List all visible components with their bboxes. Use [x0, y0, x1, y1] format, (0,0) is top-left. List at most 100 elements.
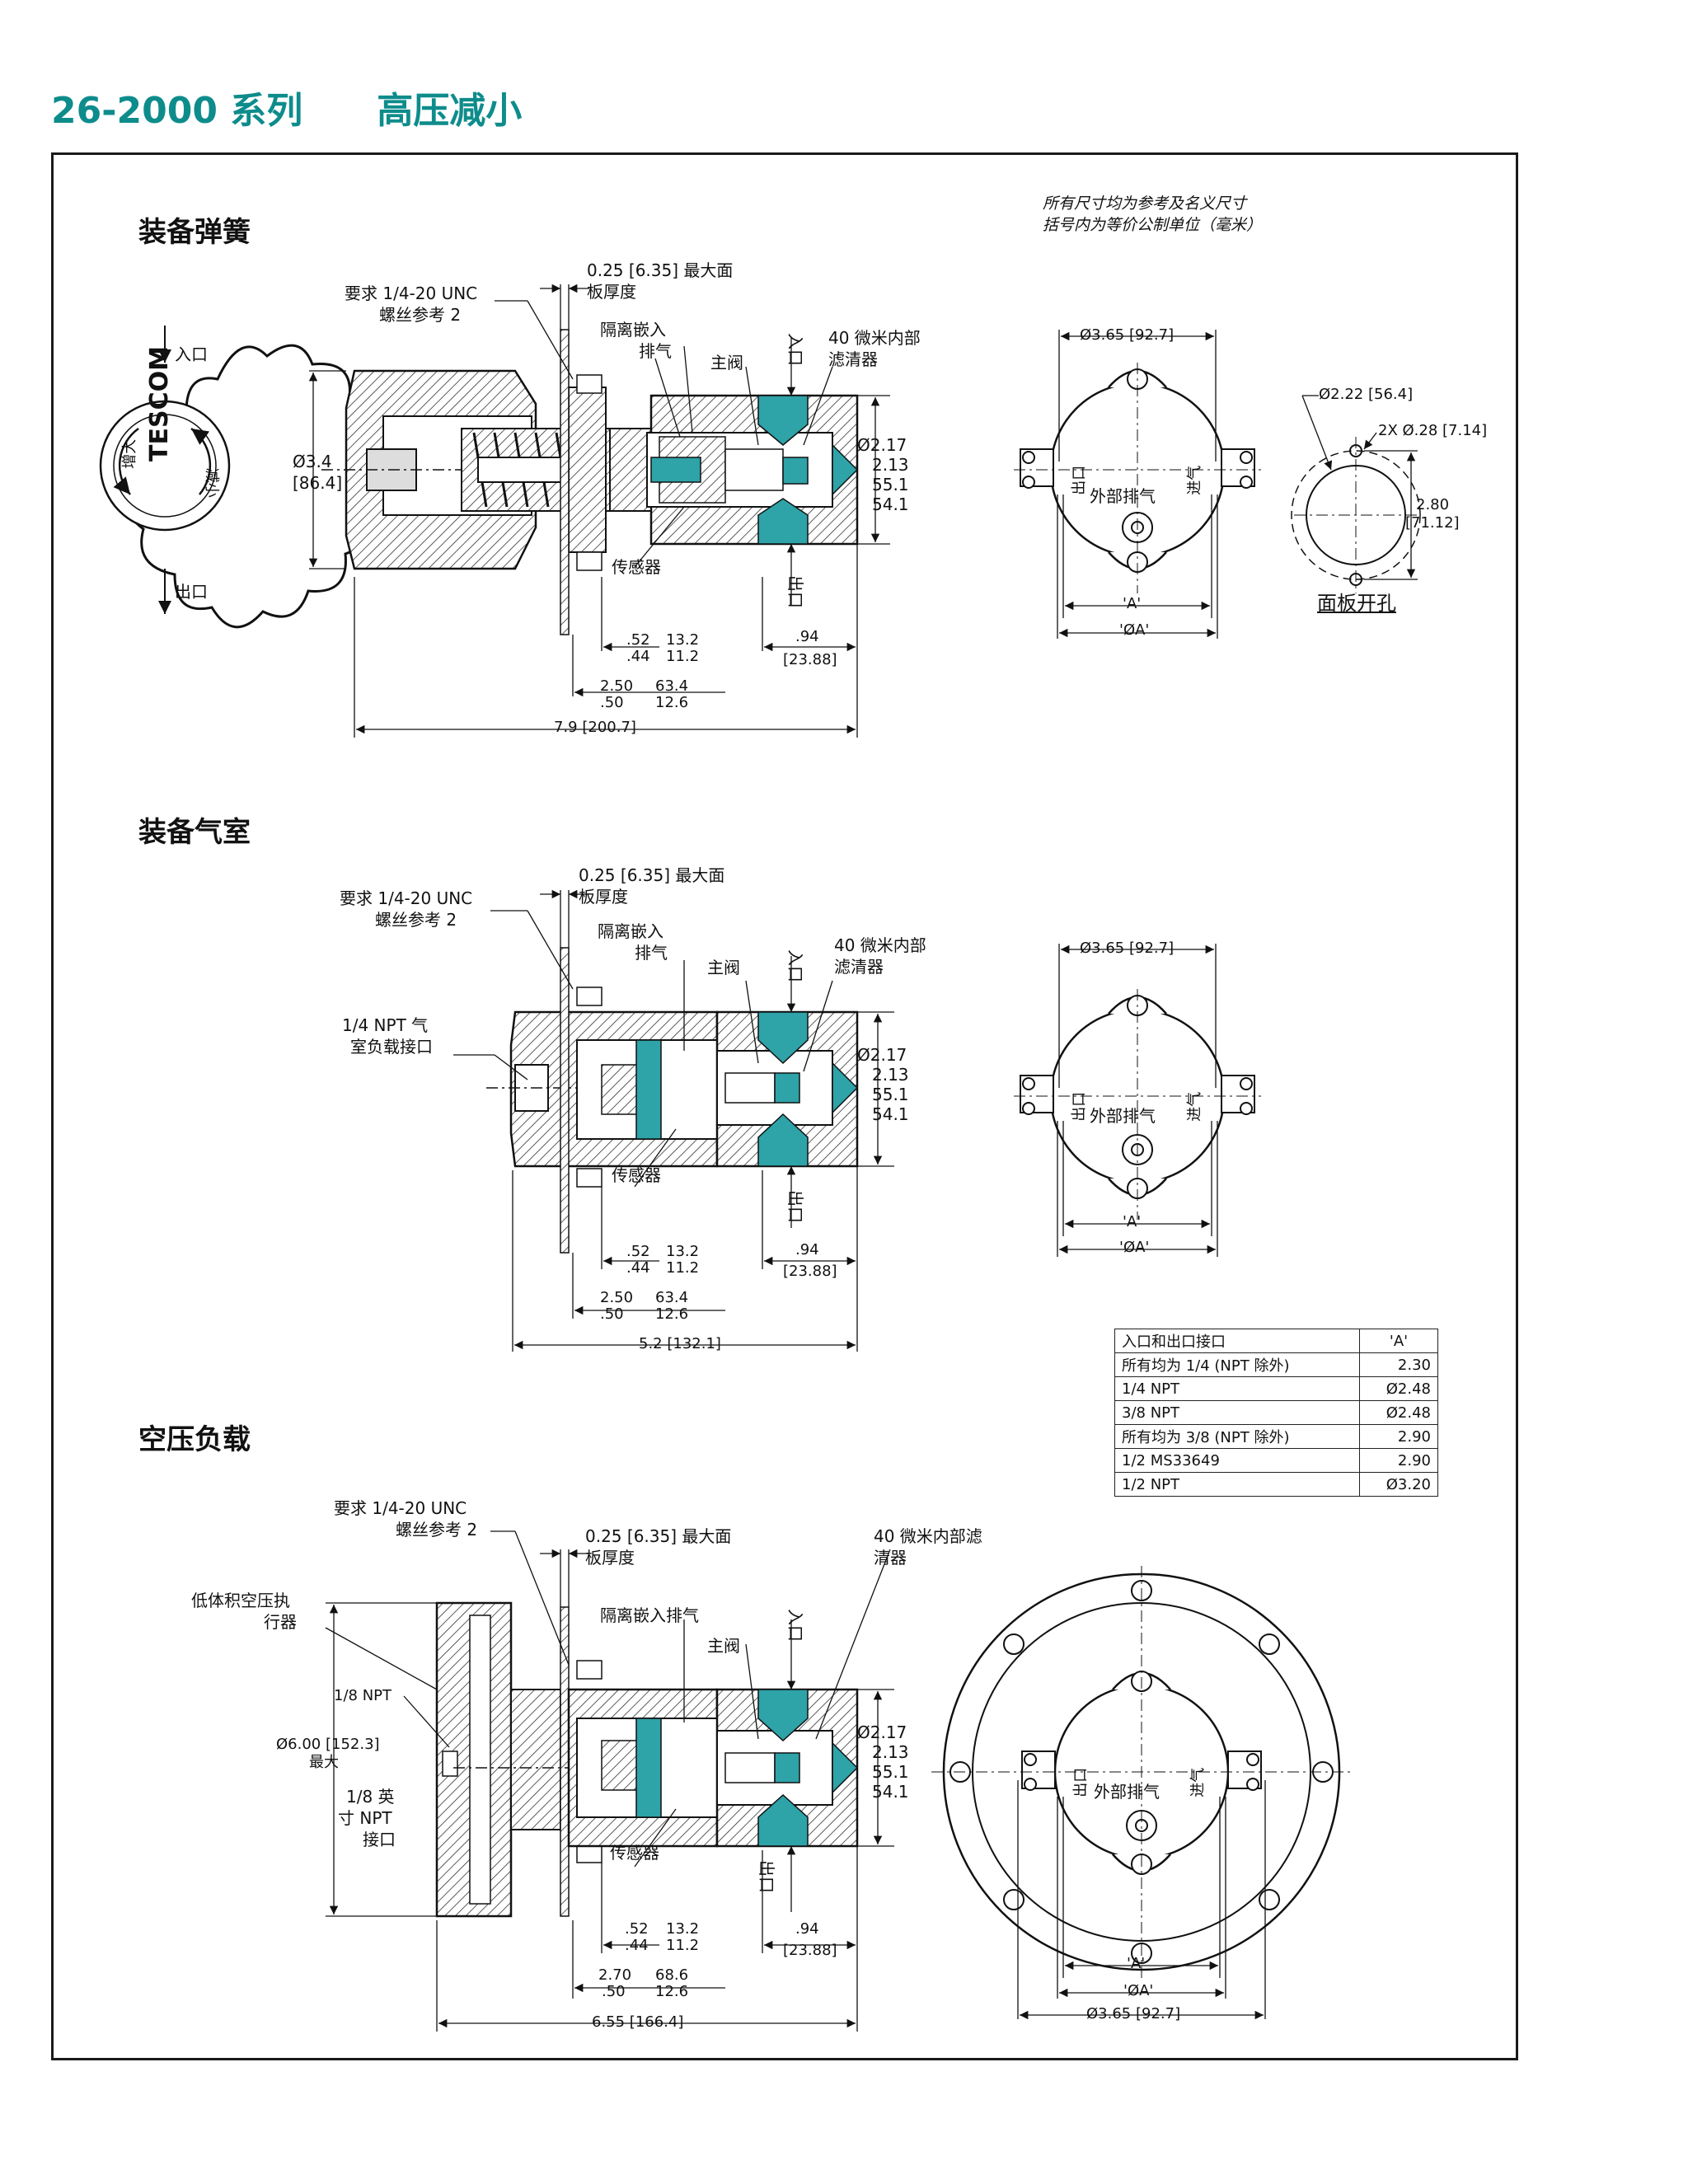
spring-dA: 'A': [1123, 595, 1142, 612]
dome-thread-ref: 螺丝参考 2: [375, 910, 457, 930]
table-cell: 1/2 NPT: [1114, 1472, 1360, 1497]
dome-ext-exhaust: 外部排气: [1090, 1106, 1156, 1126]
spring-d365: Ø3.65 [92.7]: [1080, 326, 1175, 344]
dome-front-view: [1014, 944, 1261, 1257]
dome-filter-1: 40 微米内部: [834, 935, 926, 955]
air-outlet-v: 出口: [757, 1860, 776, 1893]
air-d94: .94: [795, 1920, 819, 1938]
port-spec-table: 入口和出口接口 'A' 所有均为 1/4 (NPT 除外)2.30 1/4 NP…: [1114, 1329, 1438, 1497]
dome-inlet-side: 进气: [1186, 1091, 1204, 1122]
dome-d217: Ø2.17: [857, 1045, 907, 1065]
page-header: 26-2000 系列高压减小: [51, 81, 522, 134]
dome-vent-1: 隔离嵌入: [598, 921, 663, 941]
air-thread-req: 要求 1/4-20 UNC: [334, 1498, 467, 1518]
cutout-d7112: [71.12]: [1405, 514, 1460, 532]
spring-ext-exhaust: 外部排气: [1090, 486, 1156, 506]
air-dia6-2: 最大: [309, 1754, 339, 1771]
drawing-frame: [51, 152, 1518, 2060]
spring-d50: .50: [600, 694, 624, 711]
section-title-spring: 装备弹簧: [138, 216, 251, 249]
spring-thread-req: 要求 1/4-20 UNC: [345, 284, 478, 303]
spring-d551: 55.1: [872, 475, 909, 494]
dome-filter-2: 滤清器: [834, 957, 884, 977]
knob-decrease-label: 减小: [202, 467, 220, 498]
air-panel-thk-2: 板厚度: [585, 1548, 635, 1568]
spring-d213: 2.13: [872, 455, 909, 475]
dome-panel-thk-2: 板厚度: [579, 887, 628, 907]
cutout-d280: 2.80: [1416, 496, 1450, 513]
dome-d213: 2.13: [872, 1065, 909, 1085]
spring-d44: .44: [626, 648, 650, 665]
table-cell: 所有均为 1/4 (NPT 除外): [1114, 1352, 1360, 1377]
dome-dOA: 'ØA': [1119, 1239, 1150, 1256]
spring-panel-thk-1: 0.25 [6.35] 最大面: [587, 260, 734, 280]
dome-d52: .52: [626, 1243, 650, 1260]
spring-panel-thk-2: 板厚度: [587, 282, 636, 302]
dome-d50: .50: [600, 1305, 624, 1323]
spring-d126: 12.6: [655, 694, 689, 711]
air-d213: 2.13: [872, 1742, 909, 1762]
spring-thread-ref: 螺丝参考 2: [379, 305, 462, 325]
air-d52: .52: [625, 1920, 649, 1938]
air-sensor: 传感器: [610, 1843, 659, 1863]
dome-panel-thk-1: 0.25 [6.35] 最大面: [579, 865, 725, 885]
spring-d112: 11.2: [666, 648, 700, 665]
table-cell: 2.90: [1359, 1448, 1438, 1473]
spring-d34m: [86.4]: [293, 473, 343, 493]
air-len655: 6.55 [166.4]: [592, 2013, 684, 2031]
air-front-view: [931, 1566, 1352, 2020]
air-d112: 11.2: [666, 1937, 700, 1954]
table-cell: 所有均为 3/8 (NPT 除外): [1114, 1424, 1360, 1449]
air-d132: 13.2: [666, 1920, 700, 1938]
dome-d634: 63.4: [655, 1289, 689, 1306]
dome-d132: 13.2: [666, 1243, 700, 1260]
spring-main-valve: 主阀: [710, 353, 743, 373]
dome-dA: 'A': [1123, 1213, 1142, 1230]
air-inlet-side: 进气: [1189, 1767, 1207, 1797]
air-d541: 54.1: [872, 1782, 909, 1802]
table-row: 所有均为 1/4 (NPT 除外)2.30: [1114, 1352, 1438, 1377]
dome-d112: 11.2: [666, 1259, 700, 1277]
cutout-d2x: 2X Ø.28 [7.14]: [1378, 422, 1488, 439]
dome-d365: Ø3.65 [92.7]: [1080, 940, 1175, 957]
knob-inlet-label: 入口: [175, 344, 208, 364]
air-d270: 2.70: [598, 1966, 632, 1984]
note-line-2: 括号内为等价公制单位（毫米）: [1043, 216, 1263, 234]
dome-regulator-section: [486, 947, 859, 1254]
table-cell: 2.30: [1359, 1352, 1438, 1377]
air-d365: Ø3.65 [92.7]: [1086, 2005, 1181, 2022]
dome-d250: 2.50: [600, 1289, 634, 1306]
spring-d2388: [23.88]: [783, 651, 837, 668]
spring-vent-1: 隔离嵌入: [600, 320, 666, 340]
table-cell: Ø3.20: [1359, 1472, 1438, 1497]
air-d50: .50: [602, 1983, 626, 2000]
dome-inlet-v: 入口: [785, 949, 805, 982]
air-d44: .44: [625, 1937, 649, 1954]
spring-d34: Ø3.4: [293, 452, 332, 471]
knob-brand-logo: TESCOM: [145, 346, 174, 462]
dome-outlet-v: 出口: [785, 1190, 805, 1223]
air-d2388: [23.88]: [783, 1942, 837, 1959]
spring-front-view: [1014, 330, 1261, 639]
dome-d2388: [23.88]: [783, 1263, 837, 1280]
dome-npt-2: 室负载接口: [350, 1037, 433, 1057]
knob-increase-label: 增大: [121, 438, 139, 469]
air-dimension-lines: [325, 1530, 894, 2032]
air-ext-exhaust: 外部排气: [1094, 1782, 1160, 1802]
series-title: 26-2000 系列: [51, 90, 303, 132]
dome-npt-1: 1/4 NPT 气: [342, 1015, 429, 1035]
dome-d44: .44: [626, 1259, 650, 1277]
dome-thread-req: 要求 1/4-20 UNC: [340, 888, 473, 908]
table-cell: Ø2.48: [1359, 1400, 1438, 1425]
dome-d551: 55.1: [872, 1085, 909, 1104]
table-cell: 2.90: [1359, 1424, 1438, 1449]
spring-d541: 54.1: [872, 494, 909, 514]
spring-filter-2: 滤清器: [828, 349, 878, 369]
air-panel-thk-1: 0.25 [6.35] 最大面: [585, 1526, 732, 1546]
table-header-row: 入口和出口接口 'A': [1114, 1329, 1438, 1353]
table-cell: 3/8 NPT: [1114, 1400, 1360, 1425]
spring-outlet-v: 出口: [785, 575, 805, 608]
dome-outlet-side: 出口: [1071, 1091, 1089, 1122]
